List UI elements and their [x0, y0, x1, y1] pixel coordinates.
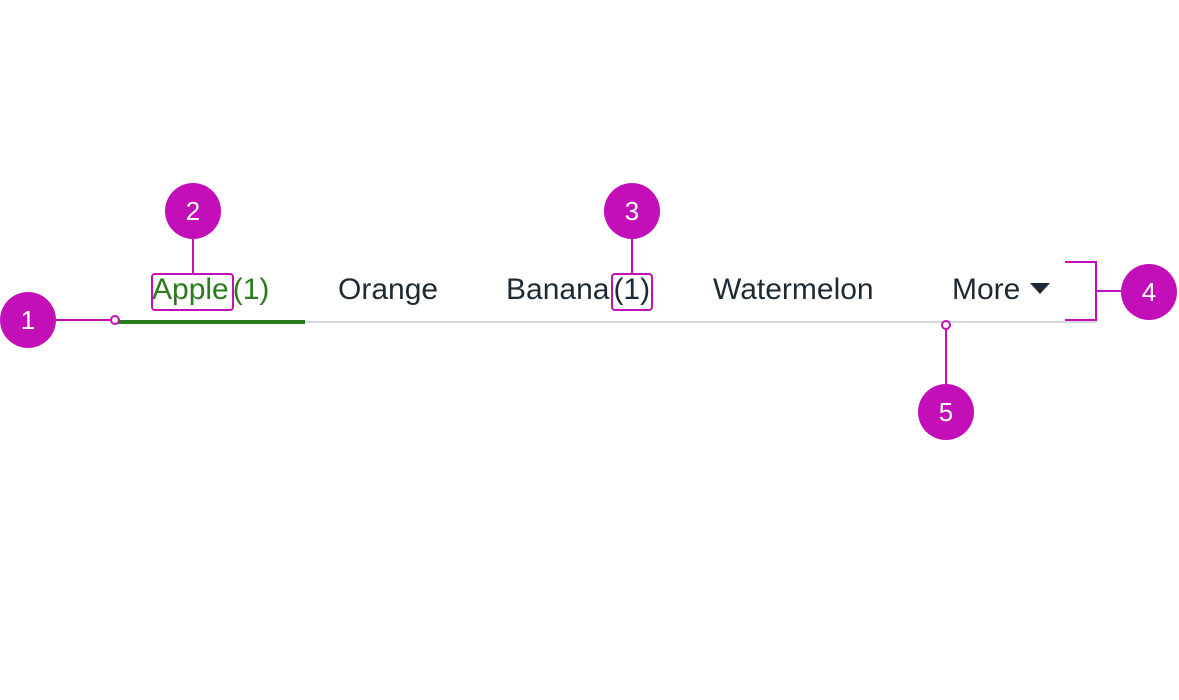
tab-track	[115, 321, 1097, 323]
tab-label: Banana	[506, 273, 610, 306]
annotation-badge-5: 5	[918, 384, 974, 440]
tab-count: (1)	[613, 273, 651, 306]
more-tab-button[interactable]: More	[952, 272, 1051, 308]
annotation-badge-1: 1	[0, 292, 56, 348]
annotation-badge-3: 3	[604, 183, 660, 239]
tab-label: Orange	[338, 273, 439, 306]
active-tab-indicator	[115, 320, 305, 324]
tab-bar: Apple(1) Orange Banana(1) Watermelon Mor…	[115, 262, 1097, 324]
tab-banana[interactable]: Banana(1)	[506, 272, 650, 308]
highlight-box-3	[611, 273, 653, 311]
anchor-dot-5	[941, 320, 951, 330]
caret-down-icon	[1030, 283, 1051, 294]
tab-apple[interactable]: Apple(1)	[152, 272, 269, 308]
bracket-4	[1065, 261, 1121, 321]
tab-count: (1)	[232, 273, 270, 306]
annotation-badge-4: 4	[1121, 264, 1177, 320]
tab-label: Watermelon	[713, 273, 874, 306]
tab-watermelon[interactable]: Watermelon	[713, 272, 874, 308]
highlight-box-2	[151, 273, 234, 311]
annotation-badge-2: 2	[165, 183, 221, 239]
tab-label: Apple	[152, 273, 229, 306]
tab-orange[interactable]: Orange	[338, 272, 438, 308]
anchor-dot-1	[110, 315, 120, 325]
more-label: More	[952, 273, 1021, 306]
